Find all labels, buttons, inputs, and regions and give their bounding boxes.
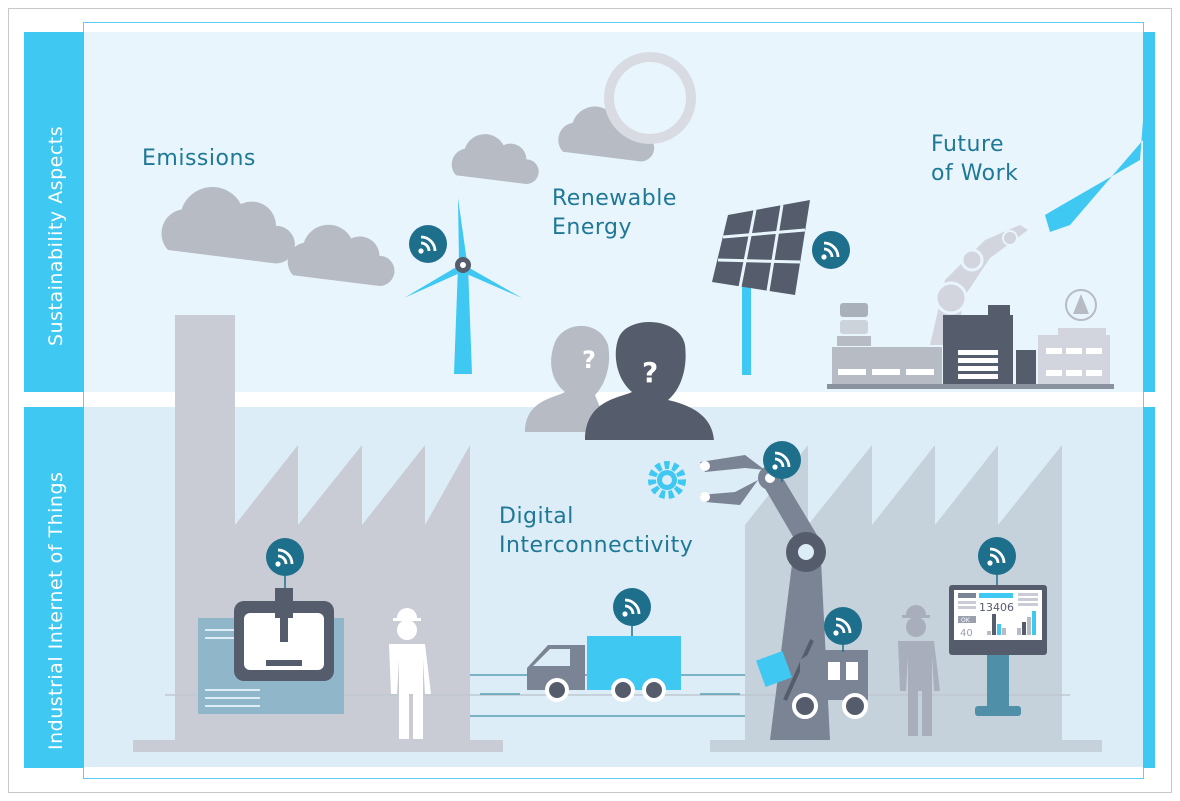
right-bar-top (1143, 32, 1155, 392)
monitor-dashboard: 13406 OK 40 (949, 585, 1047, 716)
gear-icon (648, 461, 686, 499)
right-bar-bottom (1143, 407, 1155, 768)
sun-icon (604, 52, 696, 144)
label-emissions: Emissions (142, 146, 256, 171)
monitor-status: OK (961, 617, 971, 624)
wind-turbine-icon (404, 198, 522, 374)
label-renewable-line1: Renewable (552, 186, 677, 211)
monitor-value: 13406 (979, 601, 1014, 614)
monitor-count: 40 (960, 628, 973, 639)
logo-icon (1065, 289, 1097, 321)
content-frame (83, 22, 1144, 779)
human-hand-icon (1045, 120, 1143, 232)
wifi-icon-turbine (407, 223, 449, 265)
tab-iiot[interactable] (24, 407, 84, 768)
cnc-machine-icon (198, 588, 344, 714)
label-future-line1: Future (931, 132, 1004, 157)
wifi-icon-monitor (976, 535, 1018, 577)
solar-panel-icon (712, 200, 810, 375)
wifi-icon-robot (761, 439, 803, 481)
question-mark-dark: ? (642, 356, 658, 389)
question-mark-light: ? (582, 346, 596, 374)
person-silhouettes: ? ? (525, 322, 714, 440)
wifi-icon-cnc (264, 536, 306, 578)
delivery-truck-icon (527, 636, 681, 702)
tab-iiot-label: Industrial Internet of Things (45, 472, 67, 750)
label-digital-line2: Interconnectivity (499, 533, 693, 558)
label-renewable-line2: Energy (552, 215, 632, 240)
label-digital-line1: Digital (499, 504, 574, 529)
wifi-icon-solar (810, 229, 852, 271)
tab-sustainability-label: Sustainability Aspects (45, 126, 67, 346)
wifi-icon-forklift (822, 605, 864, 647)
future-factory-scene (827, 120, 1143, 389)
forklift-icon (756, 639, 868, 719)
wifi-icon-truck (611, 586, 653, 628)
label-future-line2: of Work (931, 161, 1018, 186)
tab-sustainability[interactable] (24, 32, 84, 392)
monitor-bar-chart (987, 611, 1036, 635)
